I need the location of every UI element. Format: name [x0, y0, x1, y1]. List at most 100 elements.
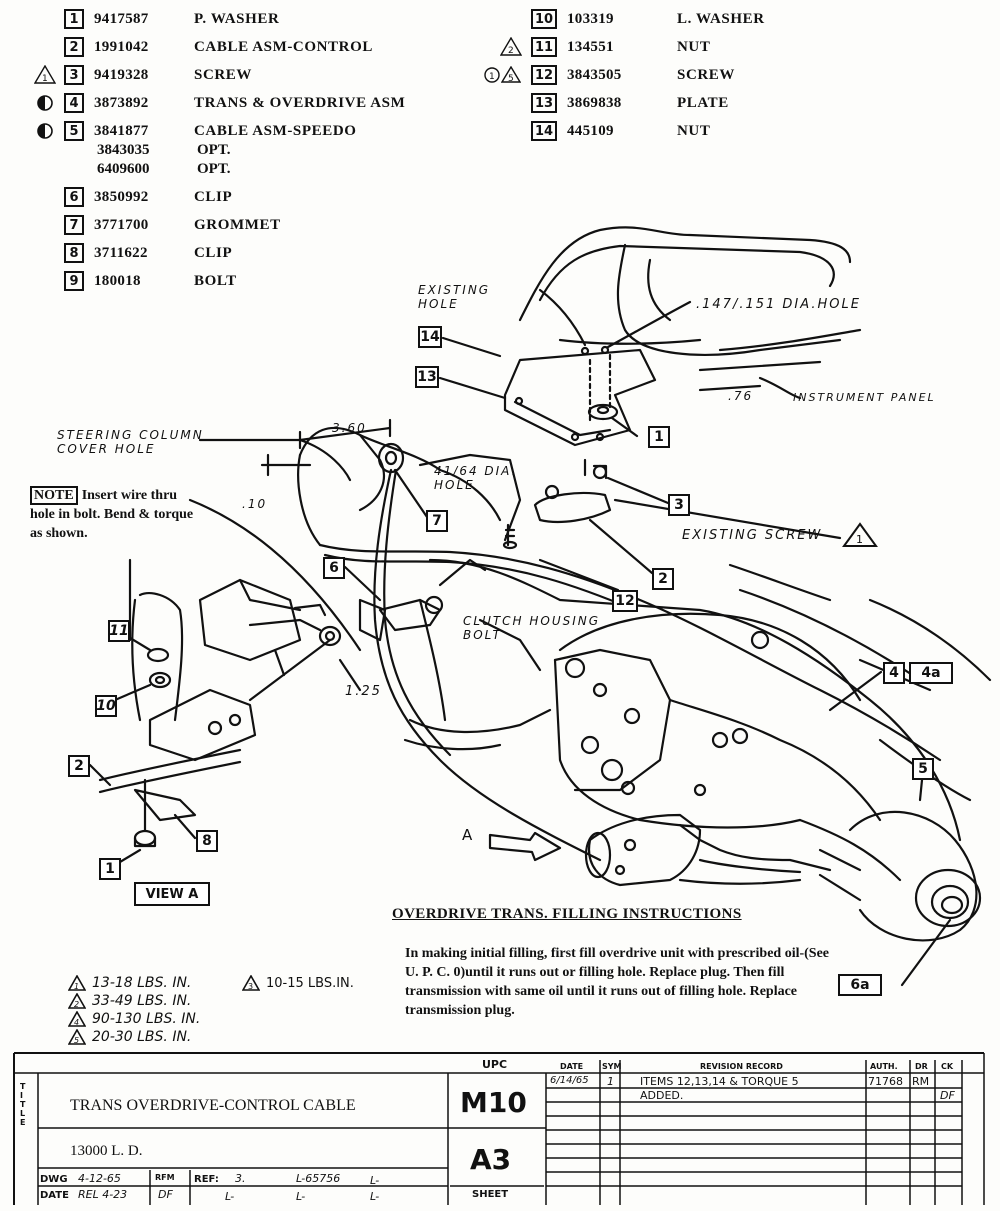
part-description: GROMMET [194, 216, 281, 233]
part-number: 1991042 [94, 38, 149, 55]
svg-text:3: 3 [248, 982, 253, 991]
part-number: 3873892 [94, 94, 149, 111]
item-number: 11 [531, 37, 557, 57]
rev-header-date: DATE [560, 1062, 584, 1071]
part-number: 9417587 [94, 10, 149, 27]
torque-2: 2 33-49 LBS. IN. [68, 993, 191, 1009]
rev-text-2: ADDED. [640, 1089, 684, 1102]
item-number: 7 [64, 215, 84, 235]
label-steering-column: STEERING COLUMN COVER HOLE [57, 428, 204, 456]
part-description: TRANS & OVERDRIVE ASM [194, 94, 406, 111]
option-desc: OPT. [197, 142, 231, 158]
rev-dr: RM [912, 1075, 930, 1088]
item-number: 6 [64, 187, 84, 207]
item-number: 9 [64, 271, 84, 291]
item-number: 10 [531, 9, 557, 29]
option-desc: OPT. [197, 161, 231, 177]
part-number: 180018 [94, 272, 141, 289]
part-number: 3869838 [567, 94, 622, 111]
note-label: NOTE [30, 486, 78, 505]
part-row: 7 3771700 GROMMET [64, 214, 281, 236]
circle-mark-icon: 1 [484, 67, 500, 83]
callout-view-10: 10 [95, 695, 117, 717]
torque-4: 4 90-130 LBS. IN. [68, 1011, 200, 1027]
l-number: L-65756 [296, 1172, 341, 1185]
svg-text:4: 4 [74, 1018, 79, 1027]
label-dim-76: .76 [728, 389, 754, 403]
drawing-title: TRANS OVERDRIVE-CONTROL CABLE [70, 1097, 356, 1114]
torque-3: 3 10-15 LBS.IN. [242, 975, 354, 991]
item-number: 13 [531, 93, 557, 113]
rfm-label: RFM [155, 1173, 175, 1182]
label-instrument-panel: INSTRUMENT PANEL [793, 391, 936, 404]
label-dim-125: 1.25 [345, 684, 382, 699]
svg-text:5: 5 [74, 1036, 79, 1045]
note-text: Insert wire thru hole in bolt. Bend & to… [30, 488, 194, 541]
part-number: 3771700 [94, 216, 149, 233]
dwg-date: 4-12-65 [78, 1172, 121, 1185]
callout-2: 2 [652, 568, 674, 590]
option-number: 3843035 [97, 142, 150, 158]
torque-triangle-icon: 1 [68, 975, 86, 991]
callout-view-8: 8 [196, 830, 218, 852]
rfm-value: DF [158, 1188, 173, 1201]
part-number: 9419328 [94, 66, 149, 83]
view-a-label: VIEW A [134, 882, 210, 906]
sheet-label: SHEET [472, 1189, 509, 1200]
part-number: 103319 [567, 10, 614, 27]
date-label: DATE [40, 1190, 69, 1201]
item-number: 3 [64, 65, 84, 85]
rev-header-auth: AUTH. [870, 1062, 898, 1071]
callout-5: 5 [912, 758, 934, 780]
part-row: 2 1991042 CABLE ASM-CONTROL [64, 36, 373, 58]
part-mark: 1 [32, 64, 58, 86]
part-description: P. WASHER [194, 10, 280, 27]
part-description: NUT [677, 38, 711, 55]
option-number: 6409600 [97, 161, 150, 177]
torque-value: 13-18 LBS. IN. [92, 975, 192, 991]
part-description: CABLE ASM-CONTROL [194, 38, 373, 55]
svg-text:1: 1 [856, 533, 863, 546]
callout-7: 7 [426, 510, 448, 532]
l-blank-1: L- [370, 1174, 380, 1187]
triangle-mark-icon: 2 [500, 37, 522, 56]
model: 13000 L. D. [70, 1143, 143, 1159]
speedo-option-1: 3843035 OPT. [97, 142, 230, 159]
label-dia-hole-41: 41/64 DIA. HOLE [434, 464, 518, 492]
part-mark [32, 120, 58, 142]
rev-header-dr: DR [915, 1062, 928, 1071]
rev-text: ITEMS 12,13,14 & TORQUE 5 [640, 1075, 799, 1088]
torque-value: 90-130 LBS. IN. [92, 1011, 201, 1027]
part-number: 3711622 [94, 244, 148, 261]
triangle-mark-icon: 1 [34, 65, 56, 84]
ref-6a-badge: 6a [838, 974, 882, 996]
part-mark [32, 92, 58, 114]
part-description: PLATE [677, 94, 729, 111]
sheet-code: A3 [470, 1143, 512, 1176]
svg-text:5: 5 [508, 74, 514, 84]
item-number: 2 [64, 37, 84, 57]
svg-text:2: 2 [508, 46, 514, 56]
half-circle-icon [37, 123, 53, 139]
callout-view-11: 11 [108, 620, 130, 642]
torque-triangle-icon: 4 [68, 1011, 86, 1027]
upc-label: UPC [482, 1058, 508, 1071]
rel-date: REL 4-23 [78, 1188, 128, 1201]
label-dim-10: .10 [242, 497, 268, 511]
triangle-mark-icon: 5 [501, 66, 521, 84]
part-description: CABLE ASM-SPEEDO [194, 122, 357, 139]
ref-label: REF: [194, 1174, 219, 1185]
callout-1: 1 [648, 426, 670, 448]
speedo-option-2: 6409600 OPT. [97, 161, 230, 178]
rev-sym: 1 [607, 1075, 614, 1088]
part-number: 3843505 [567, 66, 622, 83]
callout-view-1: 1 [99, 858, 121, 880]
